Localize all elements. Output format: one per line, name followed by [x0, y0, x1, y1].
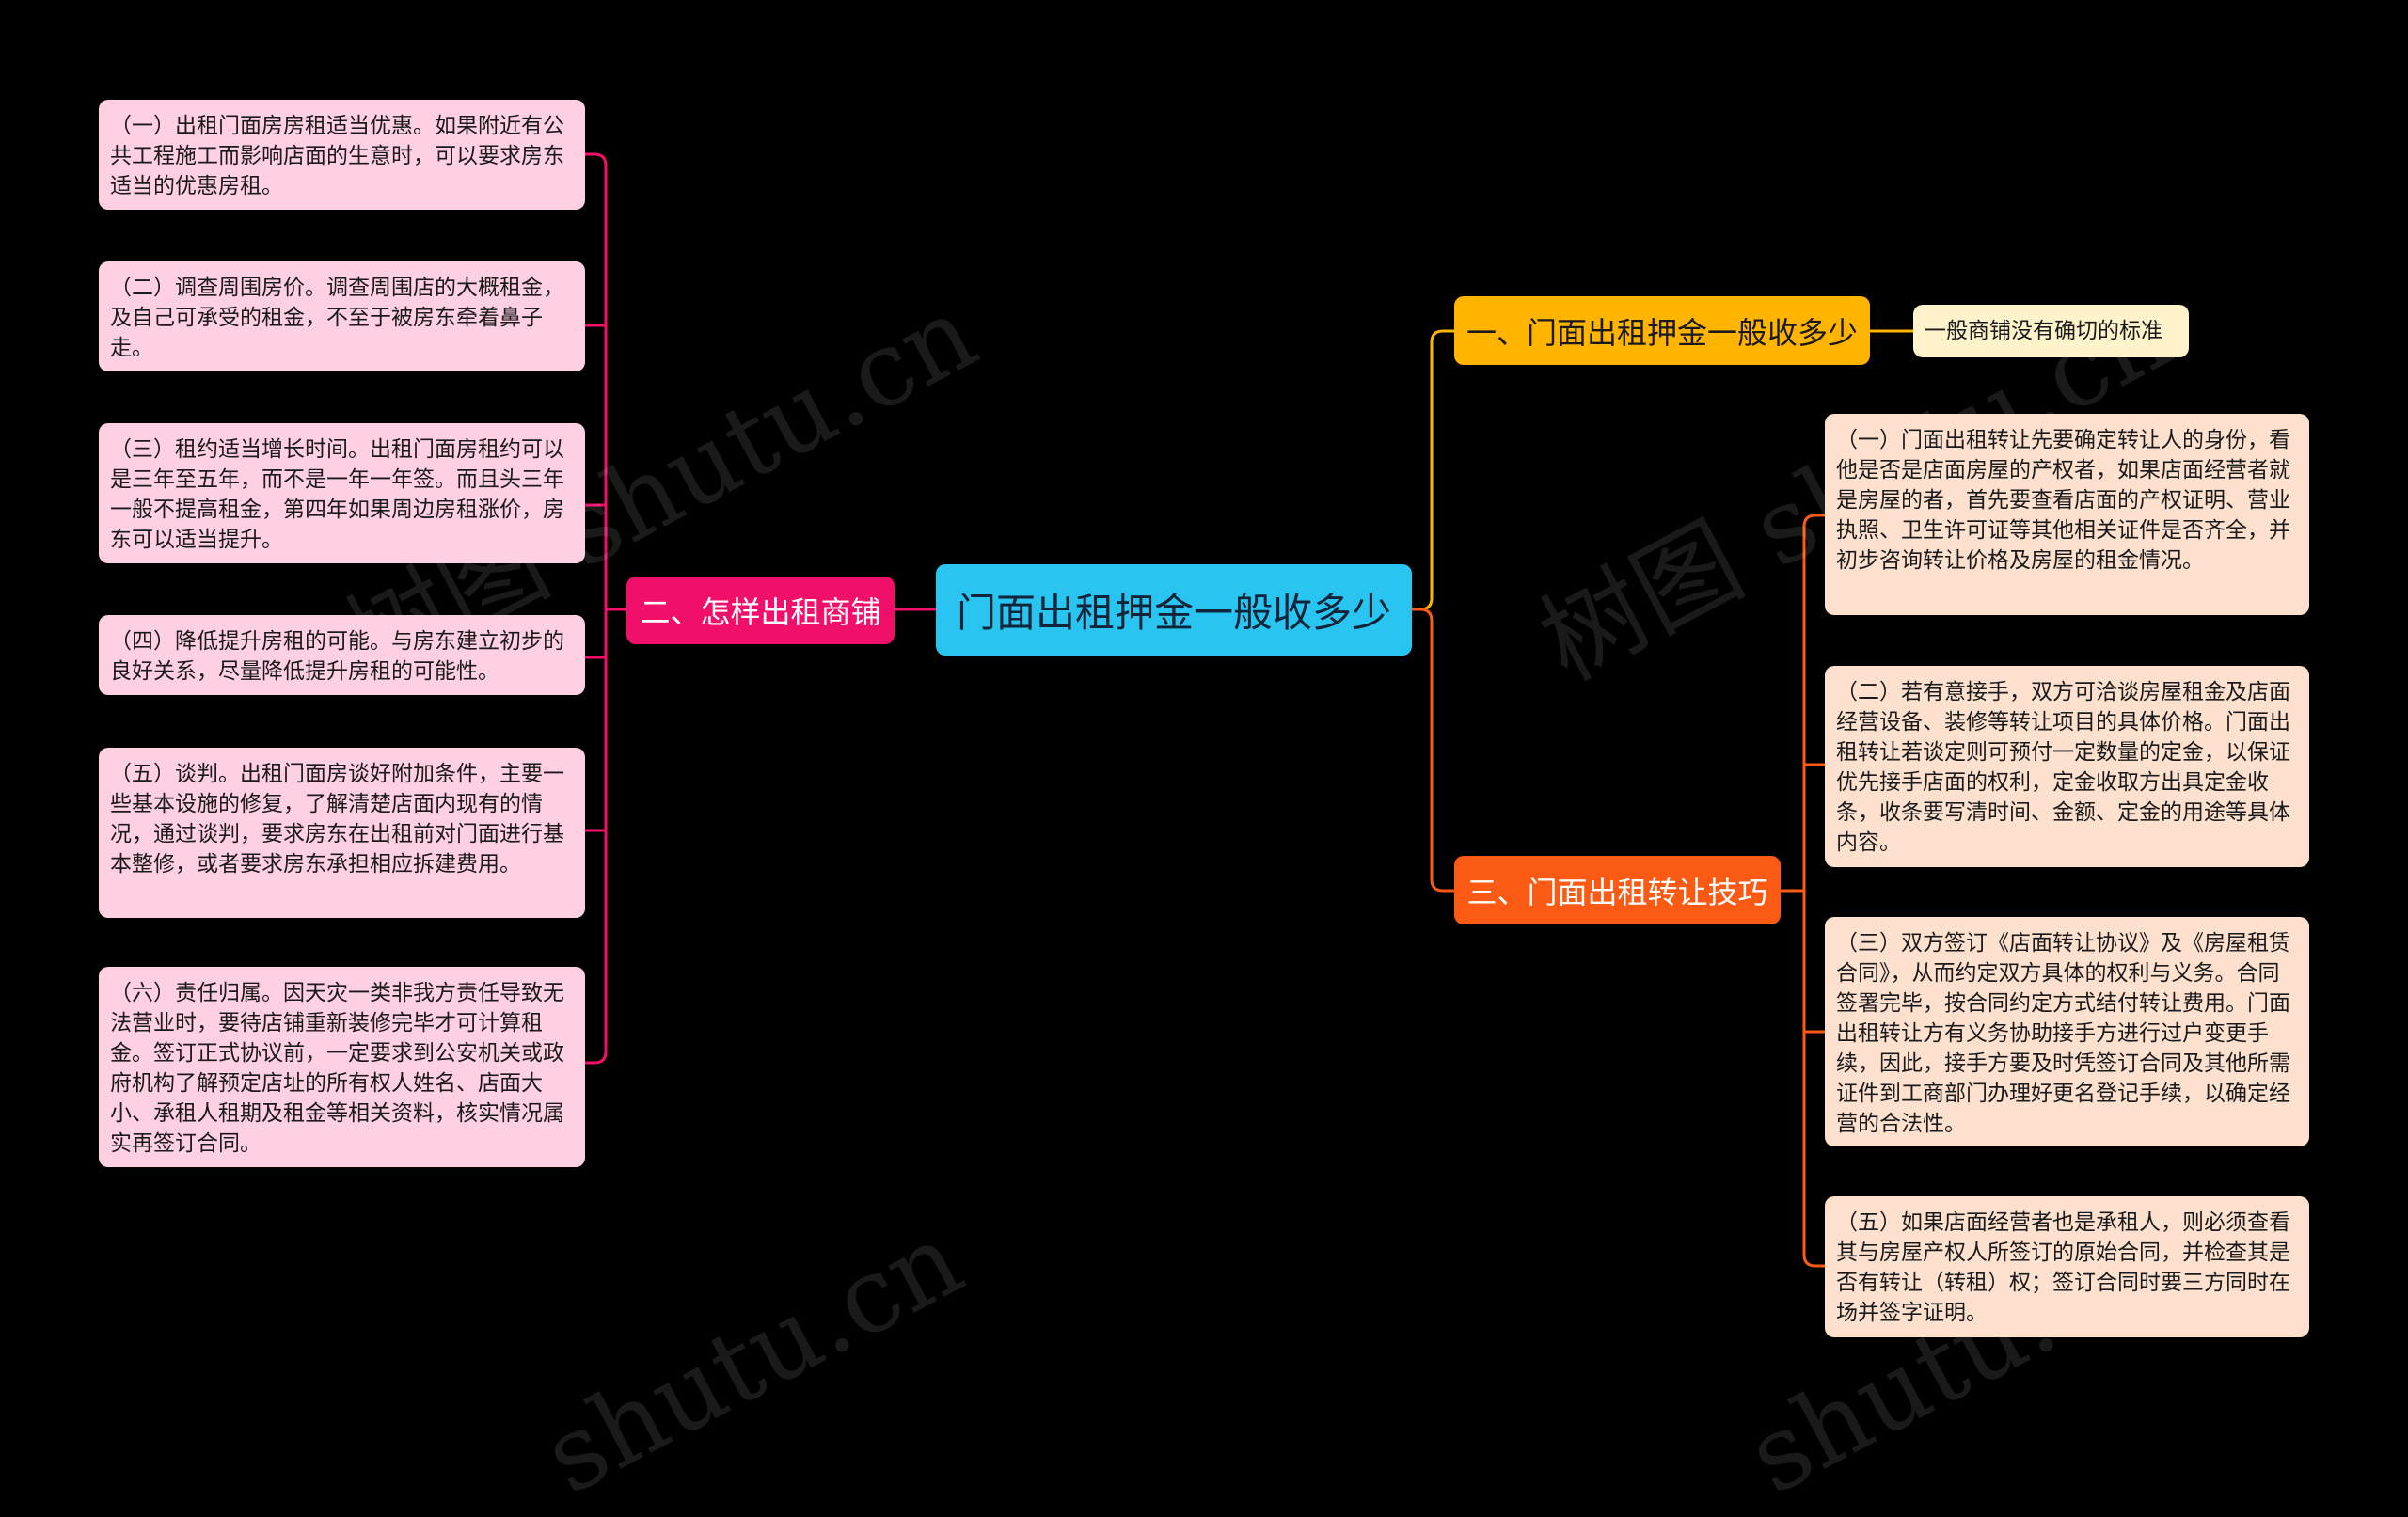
mindmap-canvas: 树图 shutu.cn 树图 shutu.cn shutu.cn shutu.c… — [99, 100, 2309, 1517]
connector-two-leaves — [585, 152, 626, 1065]
branch-label: 一、门面出租押金一般收多少 — [1465, 314, 1858, 351]
leaf-rent-discount[interactable]: （一）出租门面房房租适当优惠。如果附近有公共工程施工而影响店面的生意时，可以要求… — [99, 100, 585, 210]
connector-root-three — [1412, 608, 1454, 893]
leaf-text: （一）出租门面房房租适当优惠。如果附近有公共工程施工而影响店面的生意时，可以要求… — [110, 114, 564, 198]
leaf-text: （二）若有意接手，双方可洽谈房屋租金及店面经营设备、装修等转让项目的具体价格。门… — [1836, 680, 2290, 855]
connector-three-leaves — [1781, 514, 1825, 1268]
leaf-verify-identity[interactable]: （一）门面出租转让先要确定转让人的身份，看他是否是店面房屋的产权者，如果店面经营… — [1825, 414, 2309, 615]
leaf-text: （六）责任归属。因天灾一类非我方责任导致无法营业时，要待店铺重新装修完毕才可计算… — [110, 981, 564, 1156]
leaf-lease-length[interactable]: （三）租约适当增长时间。出租门面房租约可以是三年至五年，而不是一年一年签。而且头… — [99, 423, 585, 563]
connector-root-one — [1412, 329, 1454, 611]
root-topic[interactable]: 门面出租押金一般收多少 — [936, 564, 1412, 656]
leaf-reduce-rent-increase[interactable]: （四）降低提升房租的可能。与房东建立初步的良好关系，尽量降低提升房租的可能性。 — [99, 615, 585, 695]
branch-how-to-rent-shop[interactable]: 二、怎样出租商铺 — [626, 577, 895, 644]
leaf-text: 一般商铺没有确切的标准 — [1925, 319, 2162, 343]
leaf-text: （四）降低提升房租的可能。与房东建立初步的良好关系，尽量降低提升房租的可能性。 — [110, 629, 564, 684]
connector-lines — [585, 152, 1913, 1268]
leaf-deposit-standard[interactable]: 一般商铺没有确切的标准 — [1913, 305, 2189, 357]
branch-deposit-amount[interactable]: 一、门面出租押金一般收多少 — [1454, 296, 1870, 365]
leaf-negotiation[interactable]: （五）谈判。出租门面房谈好附加条件，主要一些基本设施的修复，了解清楚店面内现有的… — [99, 748, 585, 918]
leaf-survey-prices[interactable]: （二）调查周围房价。调查周围店的大概租金，及自己可承受的租金，不至于被房东牵着鼻… — [99, 261, 585, 371]
leaf-text: （五）如果店面经营者也是承租人，则必须查看其与房屋产权人所签订的原始合同，并检查… — [1836, 1210, 2290, 1325]
leaf-negotiate-deposit[interactable]: （二）若有意接手，双方可洽谈房屋租金及店面经营设备、装修等转让项目的具体价格。门… — [1825, 666, 2309, 867]
leaf-text: （一）门面出租转让先要确定转让人的身份，看他是否是店面房屋的产权者，如果店面经营… — [1836, 428, 2290, 573]
branch-transfer-tips[interactable]: 三、门面出租转让技巧 — [1454, 856, 1781, 924]
leaf-text: （三）租约适当增长时间。出租门面房租约可以是三年至五年，而不是一年一年签。而且头… — [110, 437, 564, 552]
branch-label: 二、怎样出租商铺 — [640, 594, 881, 630]
leaf-sign-agreement[interactable]: （三）双方签订《店面转让协议》及《房屋租赁合同》，从而约定双方具体的权利与义务。… — [1825, 917, 2309, 1146]
leaf-responsibility[interactable]: （六）责任归属。因天灾一类非我方责任导致无法营业时，要待店铺重新装修完毕才可计算… — [99, 967, 585, 1167]
leaf-check-original-contract[interactable]: （五）如果店面经营者也是承租人，则必须查看其与房屋产权人所签订的原始合同，并检查… — [1825, 1196, 2309, 1337]
leaf-text: （三）双方签订《店面转让协议》及《房屋租赁合同》，从而约定双方具体的权利与义务。… — [1836, 931, 2290, 1136]
leaf-text: （二）调查周围房价。调查周围店的大概租金，及自己可承受的租金，不至于被房东牵着鼻… — [110, 276, 564, 360]
leaf-text: （五）谈判。出租门面房谈好附加条件，主要一些基本设施的修复，了解清楚店面内现有的… — [110, 762, 564, 877]
root-topic-label: 门面出租押金一般收多少 — [956, 590, 1391, 636]
branch-label: 三、门面出租转让技巧 — [1466, 874, 1768, 910]
